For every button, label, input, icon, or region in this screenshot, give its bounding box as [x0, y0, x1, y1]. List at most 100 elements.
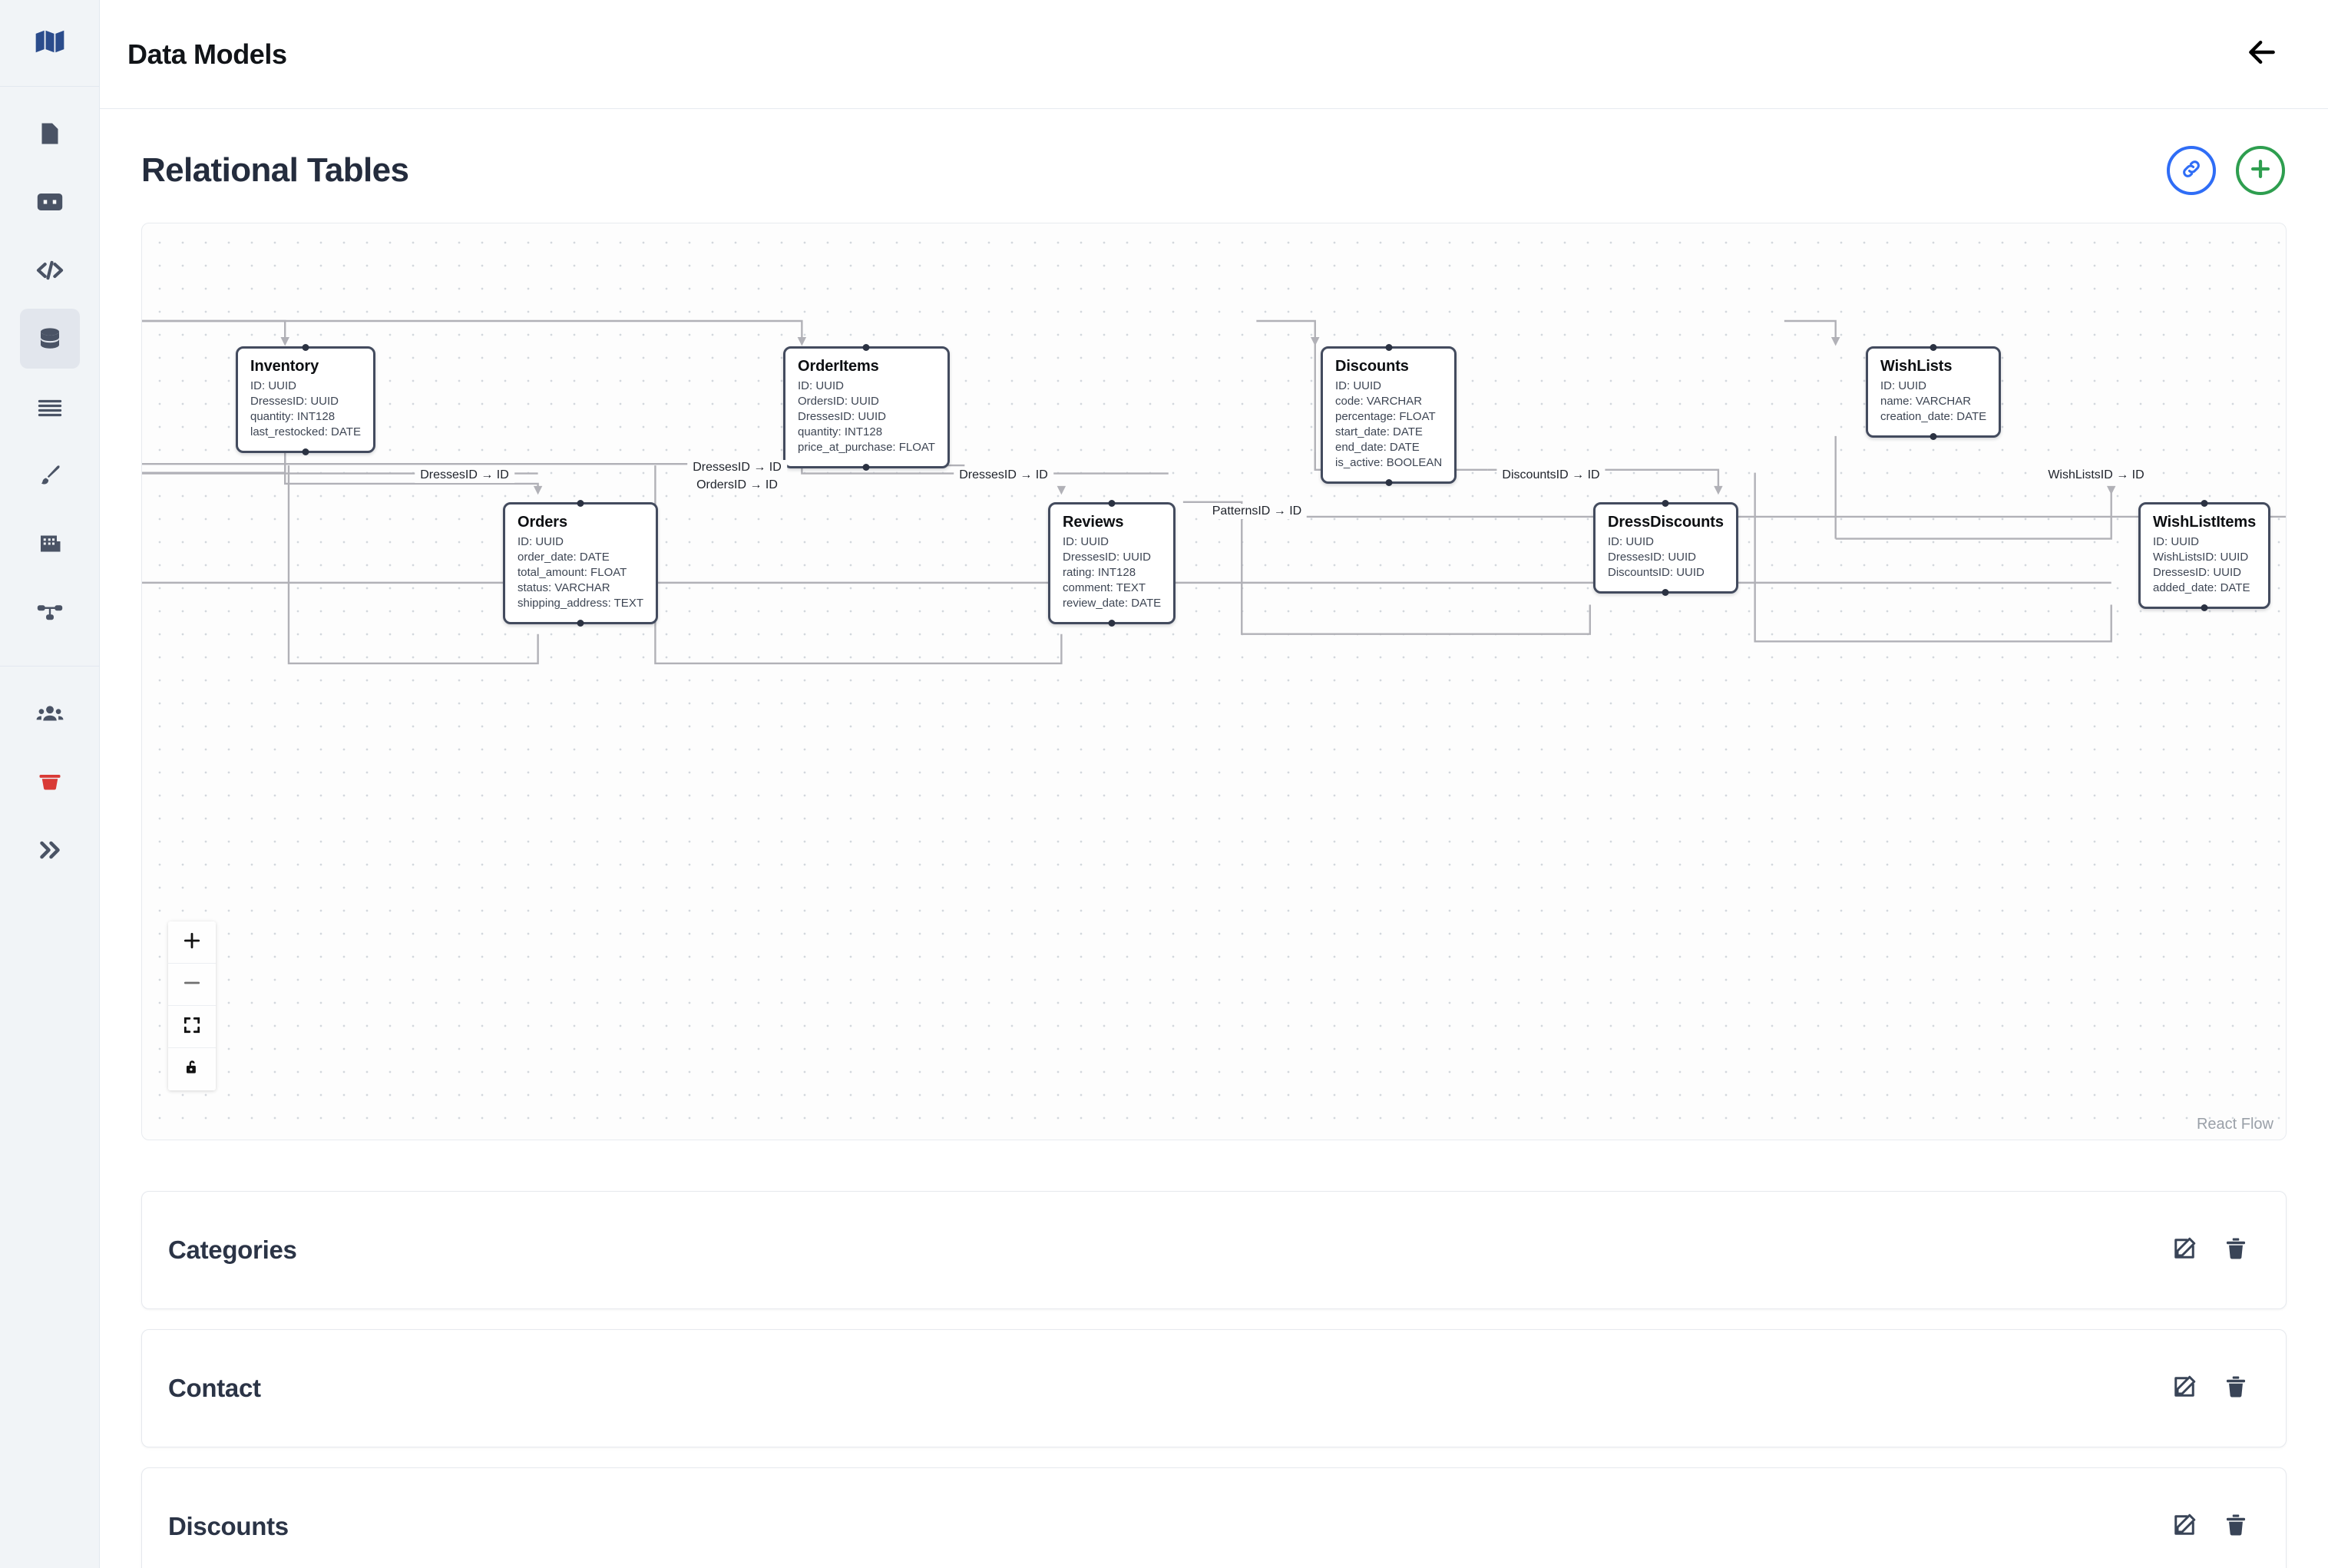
main-area: Data Models Relational Tables: [100, 0, 2328, 1568]
list-item[interactable]: Categories: [141, 1191, 2287, 1309]
sidebar-item-organization[interactable]: [20, 514, 80, 574]
delete-button[interactable]: [2223, 1236, 2249, 1265]
sidebar-logo[interactable]: [0, 0, 100, 87]
edit-icon: [2171, 1235, 2198, 1266]
sidebar-item-expand[interactable]: [20, 820, 80, 880]
zoom-out-button[interactable]: [168, 964, 216, 1006]
erd-node-title: WishListItems: [2153, 514, 2257, 531]
sidebar-item-lists[interactable]: [20, 377, 80, 437]
zoom-in-button[interactable]: [168, 921, 216, 964]
erd-node-field: ID: UUID: [250, 379, 296, 392]
sidebar-item-code[interactable]: [20, 240, 80, 300]
node-handle-bottom[interactable]: [1108, 619, 1116, 627]
edit-button[interactable]: [2171, 1373, 2198, 1404]
list-icon: [36, 393, 64, 421]
edge-label: PatternsID → ID: [1206, 504, 1308, 519]
sidebar-item-trash[interactable]: [20, 752, 80, 812]
building-icon: [36, 530, 64, 557]
sidebar-item-hierarchy[interactable]: [20, 582, 80, 642]
sidebar-item-documents[interactable]: [20, 104, 80, 164]
erd-node-title: OrderItems: [798, 358, 879, 375]
back-button[interactable]: [2239, 31, 2285, 78]
trash-icon: [2223, 1512, 2249, 1542]
sidebar-bottom-group: [20, 667, 80, 888]
delete-button[interactable]: [2223, 1374, 2249, 1404]
erd-node-field: review_date: DATE: [1063, 596, 1162, 610]
node-handle-top[interactable]: [1108, 500, 1116, 507]
edit-button[interactable]: [2171, 1235, 2198, 1266]
sitemap-icon: [36, 598, 64, 626]
list-item[interactable]: Contact: [141, 1329, 2287, 1447]
add-table-button[interactable]: [2236, 146, 2285, 195]
erd-node-field: name: VARCHAR: [1880, 394, 1972, 408]
delete-button[interactable]: [2223, 1512, 2249, 1542]
sidebar-item-data-models[interactable]: [19, 309, 80, 369]
erd-node-field: quantity: INT128: [798, 425, 883, 438]
sidebar-item-design[interactable]: [20, 445, 80, 505]
erd-node-title: Orders: [518, 514, 567, 531]
sidebar-item-layouts[interactable]: [20, 172, 80, 232]
node-handle-bottom[interactable]: [577, 619, 584, 627]
node-handle-top[interactable]: [862, 344, 870, 351]
erd-node-title: Discounts: [1335, 358, 1409, 375]
erd-node-field: DressesID: UUID: [250, 394, 339, 408]
erd-node-field: OrdersID: UUID: [798, 394, 879, 408]
table-list: Categories: [141, 1191, 2287, 1568]
edge-label: DressesID → ID: [415, 468, 514, 483]
erd-node-field: quantity: INT128: [250, 409, 336, 423]
erd-node-field: ID: UUID: [1335, 379, 1381, 392]
plus-icon: [182, 931, 202, 954]
list-item[interactable]: Discounts: [141, 1467, 2287, 1568]
trash-icon: [2223, 1236, 2249, 1265]
edge-label: DressesID → ID: [687, 460, 787, 475]
erd-node-field: order_date: DATE: [518, 550, 610, 564]
list-item-actions: [2171, 1235, 2249, 1266]
section-actions: [2167, 146, 2285, 195]
sidebar-item-team[interactable]: [20, 683, 80, 743]
flow-controls: [168, 921, 216, 1090]
erd-node-field: WishListsID: UUID: [2153, 550, 2249, 564]
trash-icon: [2223, 1374, 2249, 1404]
node-handle-bottom[interactable]: [302, 448, 309, 455]
plus-icon: [2247, 156, 2273, 186]
fit-view-button[interactable]: [168, 1006, 216, 1048]
link-tables-button[interactable]: [2167, 146, 2216, 195]
edge-label: OrdersID → ID: [691, 478, 783, 493]
page-title: Data Models: [127, 38, 287, 70]
node-handle-bottom[interactable]: [862, 463, 870, 471]
node-handle-top[interactable]: [2201, 500, 2208, 507]
toggle-interactivity-button[interactable]: [168, 1048, 216, 1090]
node-handle-top[interactable]: [302, 344, 309, 351]
erd-node-field: code: VARCHAR: [1335, 394, 1423, 408]
minus-icon: [182, 973, 202, 997]
erd-node-field: ID: UUID: [798, 379, 844, 392]
node-handle-top[interactable]: [1662, 500, 1669, 507]
topbar: Data Models: [100, 0, 2328, 109]
sidebar-divider: [0, 666, 100, 667]
node-handle-top[interactable]: [1385, 344, 1393, 351]
node-handle-top[interactable]: [577, 500, 584, 507]
react-flow-attribution[interactable]: React Flow: [2196, 1116, 2273, 1133]
erd-node-field: status: VARCHAR: [518, 581, 610, 594]
node-handle-bottom[interactable]: [1385, 478, 1393, 486]
node-handle-bottom[interactable]: [1930, 432, 1937, 440]
chevrons-right-icon: [36, 836, 64, 864]
list-item-actions: [2171, 1511, 2249, 1543]
node-handle-top[interactable]: [1930, 344, 1937, 351]
edit-icon: [2171, 1511, 2198, 1543]
node-handle-bottom[interactable]: [1662, 588, 1669, 596]
edge-label: DiscountsID → ID: [1496, 468, 1605, 483]
edit-button[interactable]: [2171, 1511, 2198, 1543]
node-handle-bottom[interactable]: [2201, 604, 2208, 611]
list-item-title: Categories: [168, 1236, 297, 1264]
columns-icon: [36, 188, 64, 216]
